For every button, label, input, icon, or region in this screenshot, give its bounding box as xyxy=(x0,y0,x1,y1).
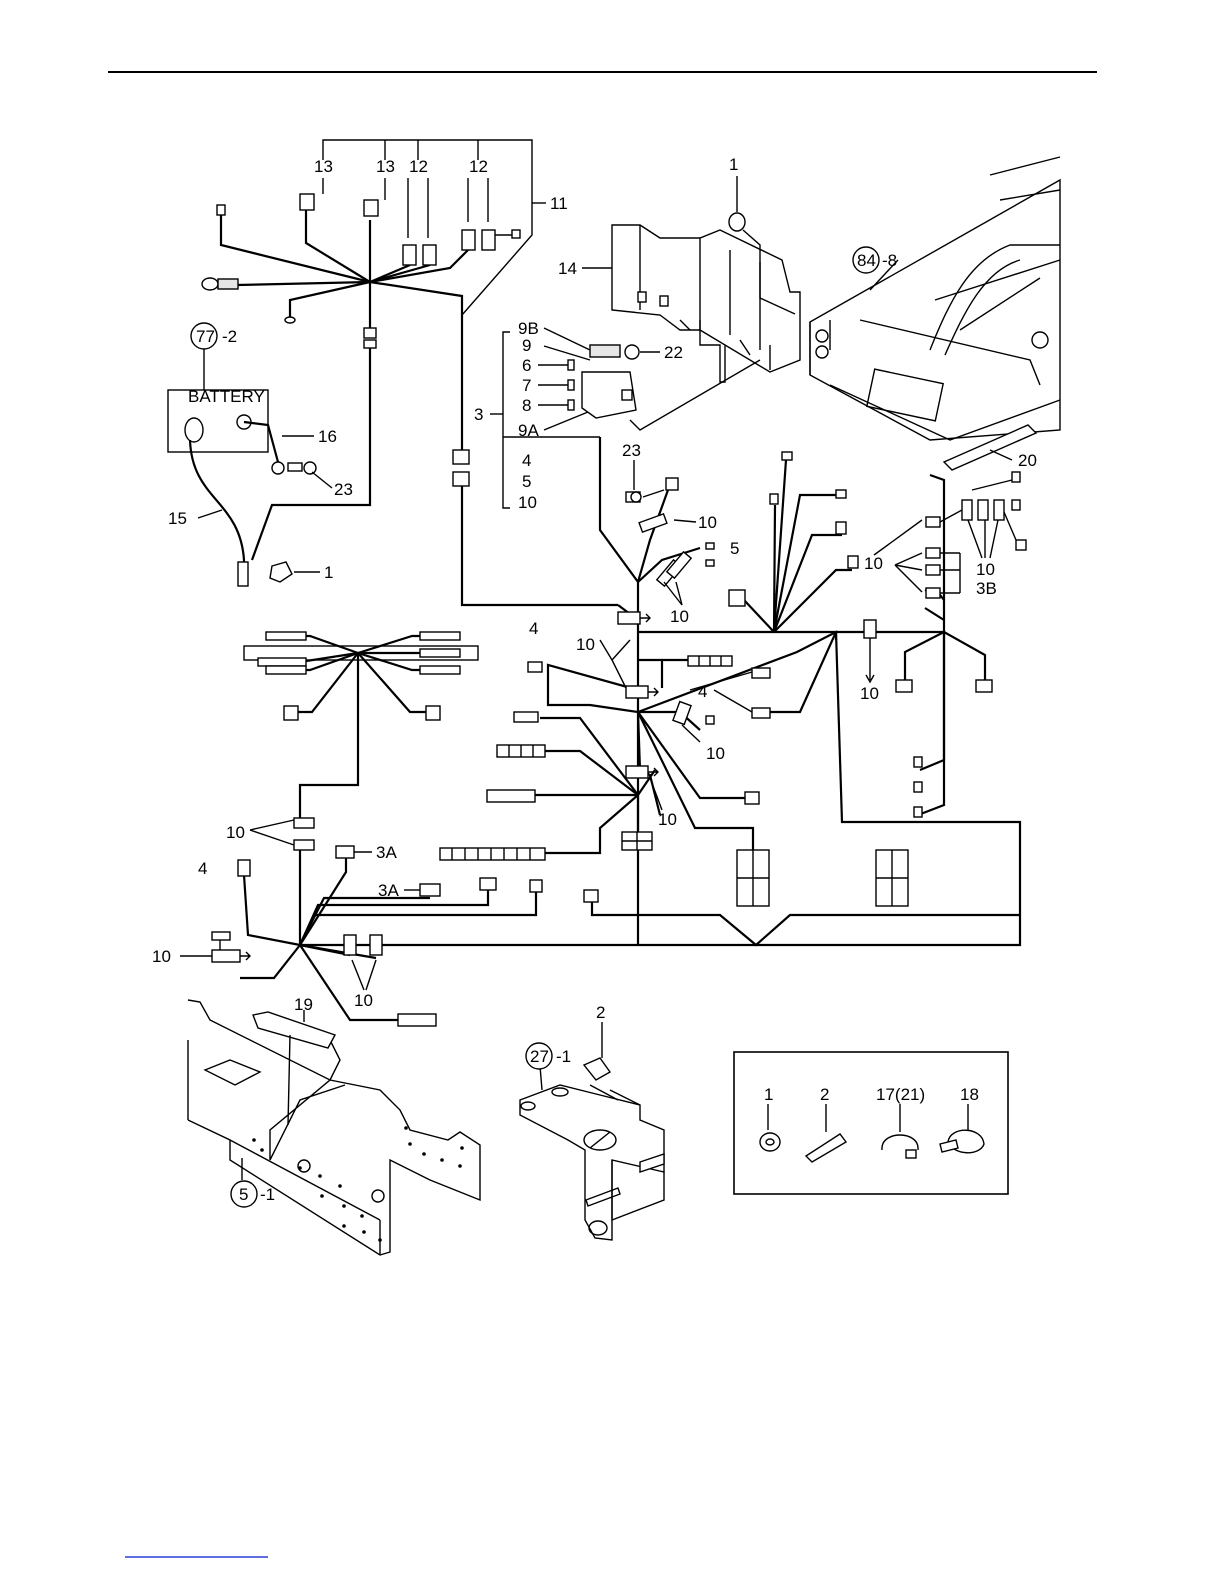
legend-item-18: 18 xyxy=(960,1085,979,1104)
callout-4b: 4 xyxy=(529,619,538,638)
callout-10c: 10 xyxy=(670,607,689,626)
callout-77: 77 xyxy=(196,327,215,346)
callout-10d: 10 xyxy=(864,554,883,573)
callout-10h: 10 xyxy=(706,744,725,763)
callout-5b: 5 xyxy=(730,539,739,558)
callout-77-suffix: -2 xyxy=(222,327,237,346)
callout-10l: 10 xyxy=(354,991,373,1010)
legend-item-17-21: 17(21) xyxy=(876,1085,925,1104)
callout-10j: 10 xyxy=(226,823,245,842)
callout-1a: 1 xyxy=(324,563,333,582)
callout-20: 20 xyxy=(1018,451,1037,470)
callout-10k: 10 xyxy=(152,947,171,966)
callout-19: 19 xyxy=(294,995,313,1014)
battery-label: BATTERY xyxy=(188,387,265,406)
callout-27-suffix: -1 xyxy=(556,1047,571,1066)
callout-3Aa: 3A xyxy=(376,843,397,862)
callout-13b: 13 xyxy=(376,157,395,176)
callout-4a: 4 xyxy=(522,451,531,470)
callout-10i: 10 xyxy=(658,810,677,829)
callout-4c: 4 xyxy=(698,682,707,701)
callout-10g: 10 xyxy=(860,684,879,703)
callout-6: 6 xyxy=(522,356,531,375)
callout-27: 27 xyxy=(530,1047,549,1066)
callout-15: 15 xyxy=(168,509,187,528)
legend-item-2: 2 xyxy=(820,1085,829,1104)
rear-frame xyxy=(188,1000,480,1255)
callout-1b: 1 xyxy=(729,155,738,174)
callout-11: 11 xyxy=(550,194,568,213)
callout-3B: 3B xyxy=(976,579,997,598)
callout-9A: 9A xyxy=(518,421,539,440)
callout-4d: 4 xyxy=(198,859,207,878)
callout-22: 22 xyxy=(664,343,683,362)
callout-10f: 10 xyxy=(576,635,595,654)
callout-84: 84 xyxy=(857,251,876,270)
callout-5c: 5 xyxy=(239,1185,248,1204)
callout-5c-suffix: -1 xyxy=(260,1185,275,1204)
cab-frame xyxy=(582,157,1060,470)
main-connectors xyxy=(440,452,1026,906)
callout-5a: 5 xyxy=(522,472,531,491)
callout-2a: 2 xyxy=(596,1003,605,1022)
callout-10e: 10 xyxy=(976,560,995,579)
callout-10a: 10 xyxy=(518,493,537,512)
callout-13a: 13 xyxy=(314,157,333,176)
callout-12a: 12 xyxy=(409,157,428,176)
legend-item-1: 1 xyxy=(764,1085,773,1104)
battery-assembly xyxy=(168,323,332,586)
callout-84-suffix: -8 xyxy=(882,251,897,270)
callout-14: 14 xyxy=(558,259,577,278)
callout-8: 8 xyxy=(522,396,531,415)
callout-7: 7 xyxy=(522,376,531,395)
callout-23b: 23 xyxy=(622,441,641,460)
callout-16: 16 xyxy=(318,427,337,446)
callout-12b: 12 xyxy=(469,157,488,176)
callout-3: 3 xyxy=(474,405,483,424)
callout-3Ab: 3A xyxy=(378,881,399,900)
callout-10b: 10 xyxy=(698,513,717,532)
parts-legend xyxy=(734,1052,1008,1194)
callout-9: 9 xyxy=(522,336,531,355)
callout-23a: 23 xyxy=(334,480,353,499)
